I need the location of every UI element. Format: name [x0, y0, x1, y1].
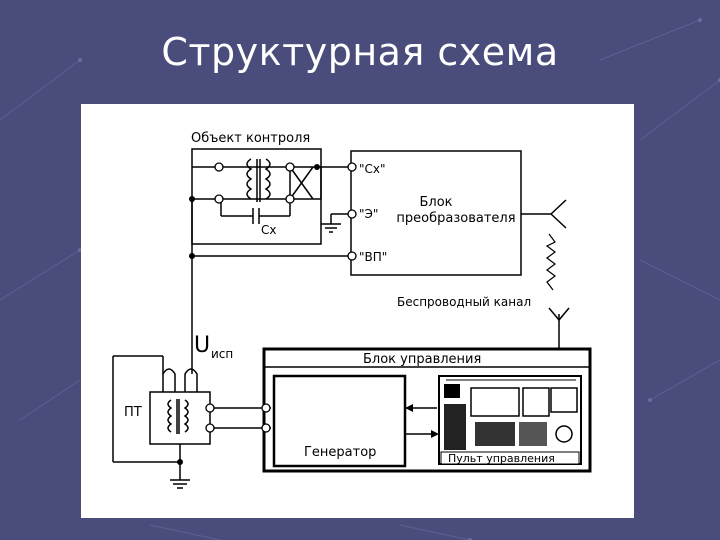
object-coil-right: [264, 158, 271, 200]
converter-label-1: Блок: [419, 195, 452, 210]
control-unit-label: Блок управления: [363, 352, 481, 367]
terminal-vp-label: "ВП": [359, 250, 387, 264]
object-coil-left: [246, 158, 253, 200]
wireless-signal-icon: [545, 233, 556, 291]
block-diagram: Объект контроля Сх "Сх" "Э" "ВП" Блок пр…: [81, 104, 634, 518]
converter-label-2: преобразователя: [396, 211, 515, 226]
terminal-e-label: "Э": [359, 207, 378, 221]
generator-box: [272, 374, 407, 468]
control-panel: [438, 375, 582, 465]
slide-title: Структурная схема: [161, 30, 559, 74]
generator-label: Генератор: [304, 445, 376, 460]
object-label: Объект контроля: [191, 131, 310, 146]
wireless-label: Беспроводный канал: [397, 295, 531, 309]
cx-label: Сх: [261, 223, 276, 237]
voltage-sub-label: исп: [211, 347, 233, 361]
terminal-cx-label: "Сх": [359, 162, 386, 176]
panel-label: Пульт управления: [448, 452, 555, 465]
transformer-label: ПТ: [124, 405, 142, 420]
voltage-u-label: U: [194, 333, 210, 358]
test-transformer-box: [149, 391, 211, 445]
diagram-svg: Объект контроля Сх "Сх" "Э" "ВП" Блок пр…: [112, 131, 592, 489]
